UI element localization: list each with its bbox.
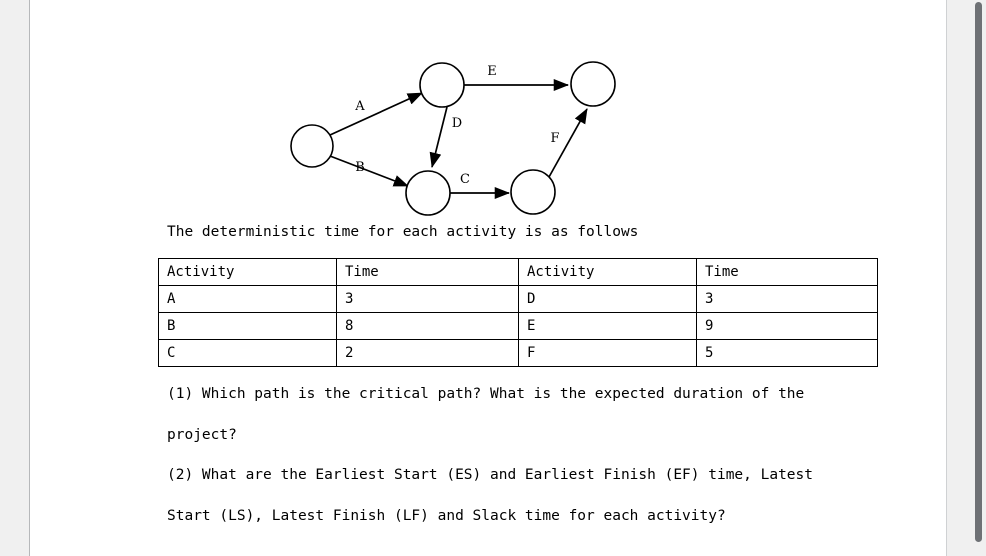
cell-time-d: 3 [696, 285, 878, 313]
cell-time-a: 3 [336, 285, 519, 313]
table-header-time-1: Time [336, 258, 519, 286]
cell-time-f: 5 [696, 339, 878, 367]
network-node-4 [405, 170, 451, 216]
table-row: B 8 E 9 [158, 312, 878, 340]
network-diagram: A B D E C F [260, 40, 660, 225]
cell-activity-a: A [158, 285, 337, 313]
cell-activity-c: C [158, 339, 337, 367]
edge-label-e: E [487, 64, 497, 79]
cell-activity-f: F [518, 339, 697, 367]
edge-label-d: D [452, 116, 462, 131]
cell-time-b: 8 [336, 312, 519, 340]
activity-time-table: Activity Time Activity Time A 3 D 3 B 8 … [158, 258, 878, 367]
network-node-3 [570, 61, 616, 107]
table-header-activity-2: Activity [518, 258, 697, 286]
cell-time-e: 9 [696, 312, 878, 340]
scrollbar-thumb[interactable] [975, 2, 982, 542]
cell-time-c: 2 [336, 339, 519, 367]
table-header-row: Activity Time Activity Time [158, 258, 878, 286]
question-1: (1) Which path is the critical path? Wha… [167, 386, 805, 443]
edge-label-f: F [550, 131, 559, 146]
edge-line-d [429, 106, 448, 168]
network-node-5 [510, 169, 556, 215]
cell-activity-e: E [518, 312, 697, 340]
edge-line-b [329, 155, 409, 187]
table-header-activity-1: Activity [158, 258, 337, 286]
cell-activity-b: B [158, 312, 337, 340]
table-row: A 3 D 3 [158, 285, 878, 313]
network-node-2 [419, 62, 465, 108]
table-header-time-2: Time [696, 258, 878, 286]
document-page: A B D E C F The deterministic time for e… [29, 0, 947, 556]
question-2: (2) What are the Earliest Start (ES) and… [167, 467, 814, 524]
table-row: C 2 F 5 [158, 339, 878, 367]
cell-activity-d: D [518, 285, 697, 313]
edge-label-c: C [460, 172, 470, 187]
edge-line-f [548, 108, 588, 178]
network-node-1 [290, 124, 334, 168]
intro-line: The deterministic time for each activity… [167, 224, 639, 240]
edge-line-a [329, 92, 423, 136]
edge-label-b: B [355, 160, 365, 175]
edge-label-a: A [354, 99, 365, 114]
scrollbar-track[interactable] [973, 0, 986, 556]
